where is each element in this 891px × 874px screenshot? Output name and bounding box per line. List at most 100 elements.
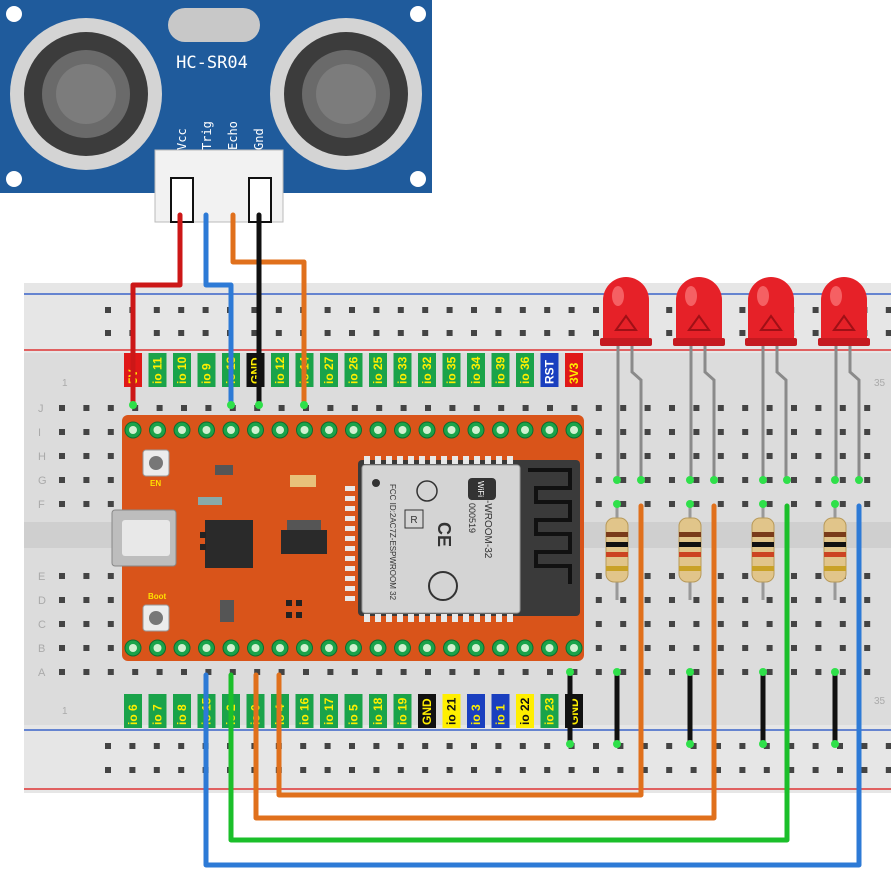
breadboard-hole xyxy=(669,621,675,627)
wire-led1-orange[interactable] xyxy=(276,503,644,798)
breadboard-hole xyxy=(59,621,65,627)
rail-hole xyxy=(300,767,307,773)
breadboard-hole xyxy=(839,645,846,651)
breadboard-hole xyxy=(864,429,871,435)
smd-resistor xyxy=(200,532,206,538)
board-pin-hole xyxy=(545,426,554,434)
pin-label-io39: io 39 xyxy=(491,353,510,387)
connection-marker xyxy=(686,476,694,484)
breadboard-hole xyxy=(83,621,90,627)
rail-hole xyxy=(471,307,477,313)
connection-marker xyxy=(566,668,574,676)
led-highlight xyxy=(685,286,697,306)
rail-hole xyxy=(593,307,599,313)
en-button-cap[interactable] xyxy=(149,456,163,470)
rail-hole xyxy=(178,330,185,336)
breadboard-hole xyxy=(83,669,90,675)
rail-hole xyxy=(422,330,429,336)
breadboard-hole xyxy=(864,501,871,507)
rail-hole xyxy=(153,767,160,773)
breadboard-hole xyxy=(791,477,797,483)
breadboard-hole xyxy=(864,453,871,459)
rail-hole xyxy=(544,307,551,313)
breadboard-hole xyxy=(864,621,871,627)
led-rim xyxy=(818,338,870,346)
rail-hole xyxy=(837,767,843,773)
smd-resistor xyxy=(286,600,292,606)
breadboard-hole xyxy=(742,597,749,603)
connection-marker xyxy=(759,476,767,484)
module-shield xyxy=(361,464,521,614)
pin-label-io27: io 27 xyxy=(320,353,338,387)
mount-hole-tl xyxy=(6,6,22,22)
rail-hole xyxy=(129,767,136,773)
breadboard-hole xyxy=(766,405,773,411)
board-pin-hole xyxy=(423,426,431,434)
breadboard-hole xyxy=(766,429,773,435)
pin-label-io9: io 9 xyxy=(197,353,216,387)
module-pin xyxy=(496,456,502,464)
wire-echo-orange[interactable] xyxy=(230,212,307,408)
wire-led2-orange[interactable] xyxy=(253,503,717,821)
breadboard-hole xyxy=(205,405,212,411)
rail-hole xyxy=(568,330,575,336)
led-highlight xyxy=(830,286,842,306)
hc-sr04-sensor: HC-SR04 Vcc Trig Echo Gnd xyxy=(0,0,432,223)
rail-hole xyxy=(349,743,355,749)
receiver-transducer xyxy=(270,18,422,170)
breadboard-hole xyxy=(717,645,724,651)
connection-marker xyxy=(759,500,767,508)
wire-led3-green[interactable] xyxy=(228,503,790,843)
breadboard-hole xyxy=(864,405,871,411)
board-pin-hole xyxy=(325,426,333,434)
rail-hole xyxy=(593,330,599,336)
breadboard-hole xyxy=(766,597,773,603)
breadboard-hole xyxy=(669,405,675,411)
wire-led4-blue[interactable] xyxy=(203,503,862,868)
board-pin-hole xyxy=(496,644,505,652)
breadboard-hole xyxy=(595,477,602,483)
boot-button-cap[interactable] xyxy=(149,611,163,625)
led-die xyxy=(759,314,783,331)
pin-label-bg xyxy=(320,353,338,387)
module-pin xyxy=(345,536,355,541)
module-pin xyxy=(386,456,392,464)
breadboard-hole xyxy=(669,477,675,483)
pin-label-text: io 16 xyxy=(298,697,312,725)
breadboard-hole xyxy=(156,669,163,675)
regulator-chip xyxy=(281,530,327,554)
module-pin xyxy=(397,456,403,464)
breadboard-hole xyxy=(815,453,822,459)
pin-label-text: io 22 xyxy=(518,697,532,725)
module-pin xyxy=(463,614,469,622)
led xyxy=(818,277,870,480)
pin-label-io32: io 32 xyxy=(418,353,436,387)
pin-label-io33: io 33 xyxy=(393,353,412,387)
pin-label-text: io 27 xyxy=(322,356,336,384)
breadboard-hole xyxy=(669,453,675,459)
wire-trig-blue[interactable] xyxy=(203,212,234,408)
rail-hole xyxy=(812,307,819,313)
rail-hole xyxy=(397,767,404,773)
breadboard-hole xyxy=(107,669,114,675)
bluetooth-logo xyxy=(428,571,458,601)
rail-hole xyxy=(861,743,868,749)
breadboard-hole xyxy=(498,405,505,411)
led-die xyxy=(687,314,711,331)
breadboard-hole xyxy=(83,477,90,483)
led-die xyxy=(614,314,638,331)
pin-label-bg xyxy=(320,694,338,728)
rail-hole xyxy=(422,743,429,749)
breadboard-hole xyxy=(693,429,700,435)
breadboard-hole xyxy=(742,573,749,579)
breadboard-hole xyxy=(620,429,627,435)
wire-vcc-red[interactable] xyxy=(130,212,183,408)
breadboard-hole xyxy=(522,405,529,411)
pin-label-text: 3V3 xyxy=(567,362,581,384)
rail-hole xyxy=(495,743,502,749)
breadboard-hole xyxy=(815,597,822,603)
rail-hole xyxy=(544,767,551,773)
breadboard-hole xyxy=(107,477,114,483)
rail-hole xyxy=(446,307,453,313)
